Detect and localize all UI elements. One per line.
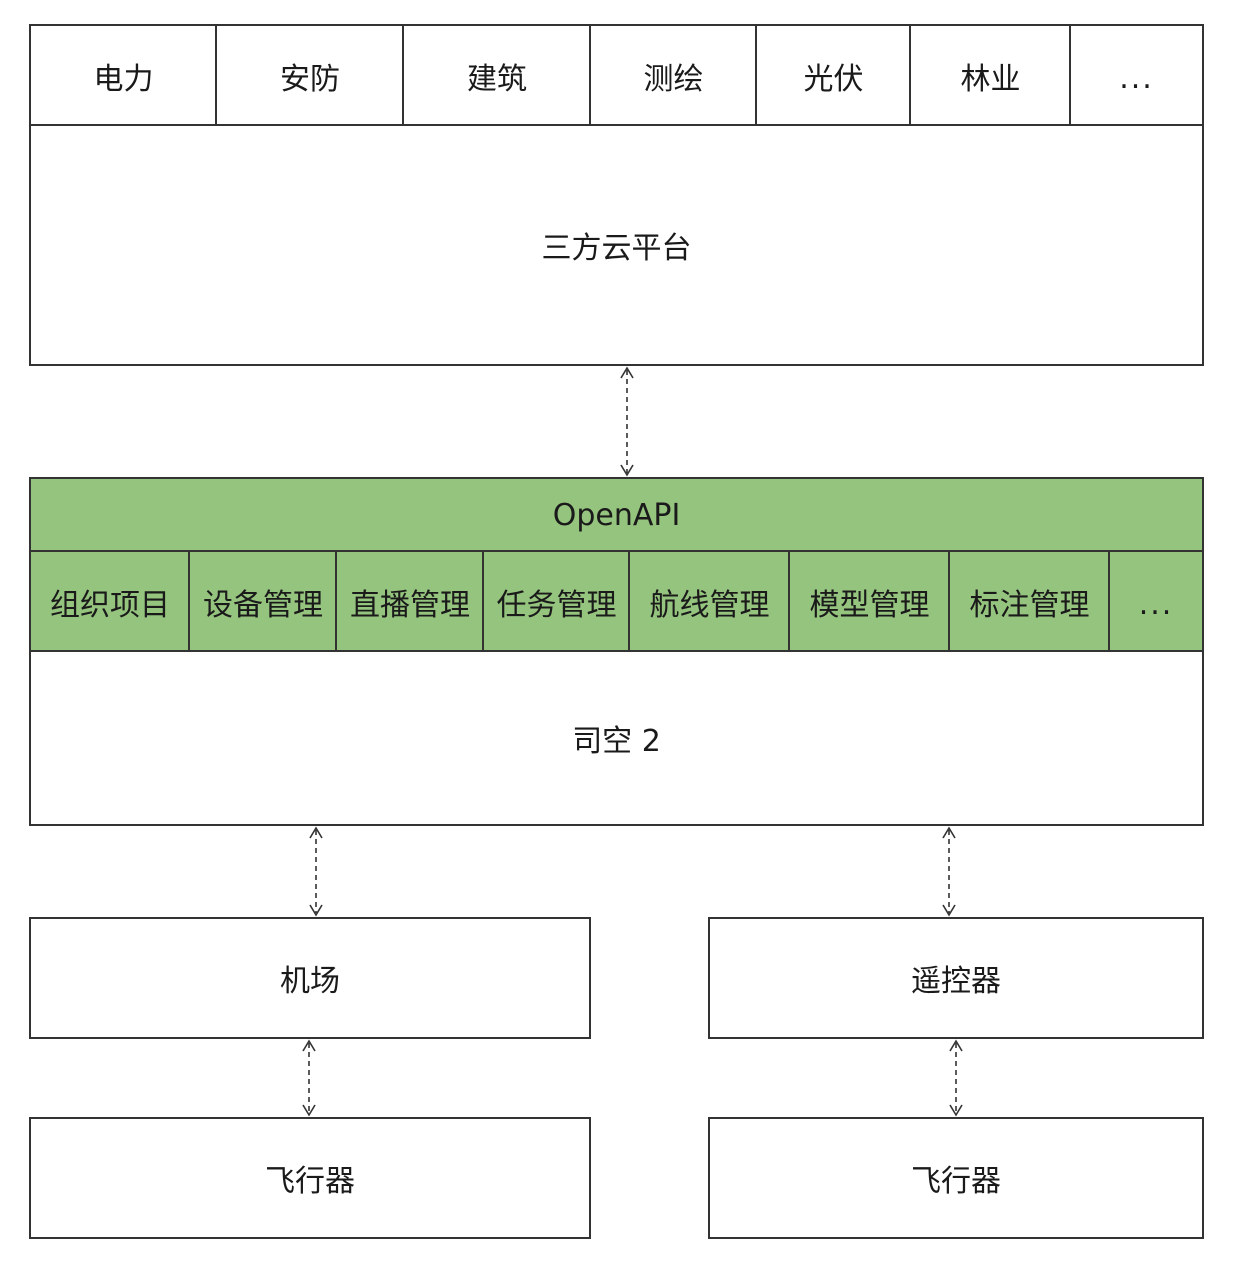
industry-security: 安防 [280,61,340,97]
module-route-management: 航线管理 [630,552,789,651]
platform-openapi-connector [620,366,634,477]
dock-box: 机场 [29,917,591,1039]
module-separator [188,551,190,651]
third-party-platform-box [29,24,1204,366]
module-more: ... [1110,552,1202,651]
remote-aircraft-connector [949,1039,963,1117]
module-separator [482,551,484,651]
industry-surveying: 测绘 [643,61,704,97]
industry-power: 电力 [93,61,154,97]
core-remote-connector [942,826,956,917]
industry-more: ... [1119,61,1154,96]
module-device-management: 设备管理 [190,552,336,651]
openapi-divider [29,550,1204,552]
remote-controller-box: 遥控器 [708,917,1204,1039]
industry-separator [215,24,217,125]
industry-separator [909,24,911,125]
aircraft-left-box: 飞行器 [29,1117,591,1239]
core-dock-connector [309,826,323,917]
module-separator [335,551,337,651]
core-system-label: 司空 2 [572,724,661,759]
industry-separator [589,24,591,125]
aircraft-right-box: 飞行器 [708,1117,1204,1239]
module-separator [788,551,790,651]
module-separator [948,551,950,651]
module-live-management: 直播管理 [337,552,483,651]
industry-row-divider [29,124,1204,126]
industry-construction: 建筑 [467,61,527,97]
module-model-management: 模型管理 [790,552,949,651]
module-organization-project: 组织项目 [31,552,189,651]
module-separator [1108,551,1110,651]
module-task-management: 任务管理 [484,552,629,651]
module-annotation-management: 标注管理 [950,552,1109,651]
industry-separator [402,24,404,125]
third-party-platform-label: 三方云平台 [541,231,692,266]
industry-photovoltaic: 光伏 [803,61,864,97]
industry-separator [755,24,757,125]
industry-forestry: 林业 [960,61,1021,97]
dock-aircraft-connector [302,1039,316,1117]
module-separator [628,551,630,651]
openapi-bar: OpenAPI [31,479,1202,551]
industry-separator [1069,24,1071,125]
module-row-divider [29,650,1204,652]
